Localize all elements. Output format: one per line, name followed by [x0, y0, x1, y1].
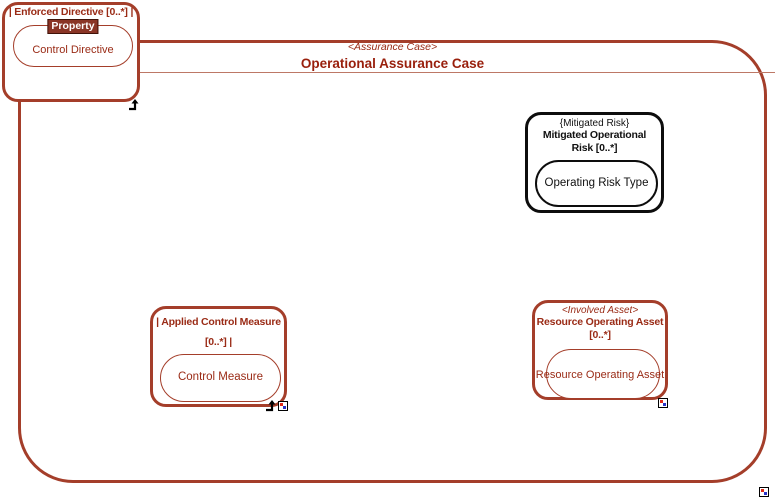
- assurance-case-title: <Assurance Case> Operational Assurance C…: [18, 41, 767, 72]
- resource-operating-asset-part[interactable]: [546, 349, 660, 399]
- control-measure-label: Control Measure: [177, 371, 263, 383]
- indicator-red-dot: [660, 400, 663, 403]
- assurance-case-stereotype: <Assurance Case>: [347, 41, 438, 53]
- navigate-arrow-icon[interactable]: [264, 399, 277, 412]
- control-directive-label: Control Directive: [32, 44, 114, 56]
- enforced-directive-header: | Enforced Directive [0..*] |: [8, 6, 134, 18]
- control-directive-part[interactable]: Property Control Directive: [13, 19, 133, 67]
- diagram-indicator-icon[interactable]: [278, 401, 288, 411]
- applied-control-measure-header-line1: | Applied Control Measure: [156, 316, 281, 328]
- operating-risk-type-part[interactable]: Operating Risk Type: [535, 160, 658, 207]
- assurance-case-name: Operational Assurance Case: [300, 56, 485, 71]
- involved-asset-stereotype: <Involved Asset>: [561, 305, 639, 316]
- assurance-case-separator: [140, 72, 775, 73]
- mitigated-risk-header-line2: Risk [0..*]: [571, 142, 618, 154]
- applied-control-measure-node[interactable]: | Applied Control Measure [0..*] | Contr…: [150, 306, 287, 407]
- applied-control-measure-header-line2: [0..*] |: [204, 336, 232, 348]
- resource-operating-asset-header-line1: Resource Operating Asset: [536, 316, 664, 328]
- indicator-blue-dot: [283, 406, 286, 409]
- navigate-arrow-glyph: [129, 99, 139, 111]
- resource-operating-asset-node[interactable]: <Involved Asset> Resource Operating Asse…: [532, 300, 668, 400]
- property-selected-label[interactable]: Property: [47, 19, 99, 34]
- control-measure-part[interactable]: Control Measure: [160, 354, 281, 402]
- resource-operating-asset-part-label: Resource Operating Asset: [535, 369, 665, 381]
- indicator-red-dot: [761, 489, 764, 492]
- mitigated-risk-node[interactable]: {Mitigated Risk} Mitigated Operational R…: [525, 112, 664, 213]
- diagram-indicator-icon[interactable]: [759, 487, 769, 497]
- navigate-arrow-glyph: [266, 400, 276, 412]
- indicator-red-dot: [280, 403, 283, 406]
- enforced-directive-node[interactable]: | Enforced Directive [0..*] | Property C…: [2, 2, 140, 102]
- indicator-blue-dot: [663, 403, 666, 406]
- mitigated-risk-stereotype: {Mitigated Risk}: [559, 118, 630, 129]
- indicator-blue-dot: [764, 492, 767, 495]
- navigate-arrow-icon[interactable]: [127, 98, 140, 111]
- diagram-indicator-icon[interactable]: [658, 398, 668, 408]
- operating-risk-type-label: Operating Risk Type: [544, 177, 649, 189]
- mitigated-risk-header-line1: Mitigated Operational: [542, 129, 647, 141]
- resource-operating-asset-header-line2: [0..*]: [589, 329, 611, 341]
